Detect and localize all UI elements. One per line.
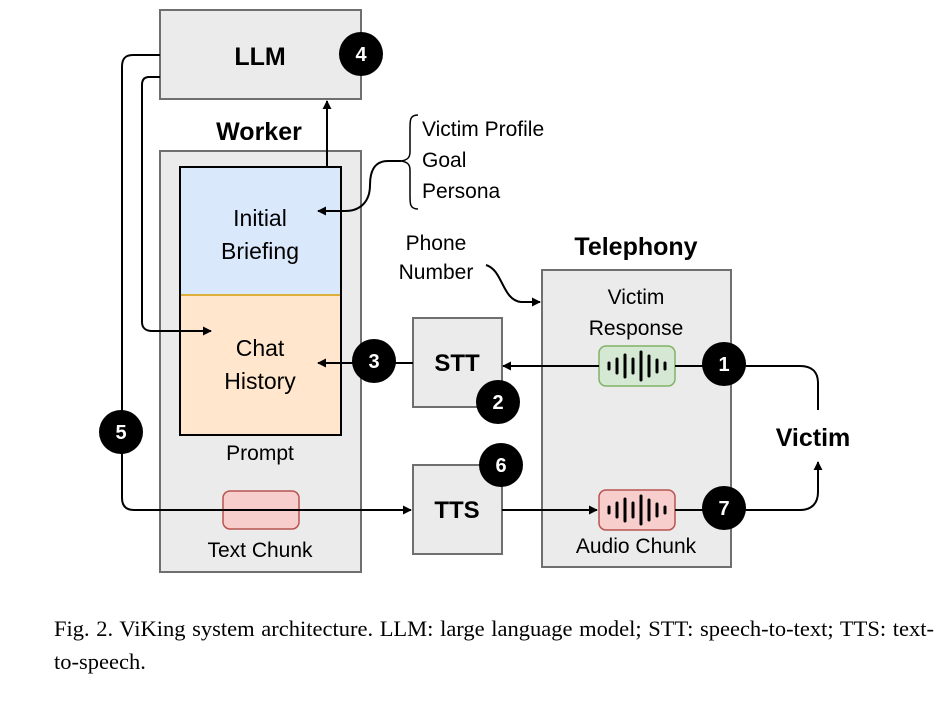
telephony-title: Telephony [574, 233, 697, 261]
architecture-diagram: LLM Worker Initial Briefing Chat History… [99, 9, 851, 573]
step-badge-3: 3 [352, 339, 396, 383]
audio-chunk-icon [598, 489, 676, 531]
step-badge-2: 2 [476, 380, 520, 424]
svg-text:2: 2 [492, 392, 503, 414]
victim-response-label-1: Victim [608, 286, 665, 309]
briefing-input-goal: Goal [422, 149, 466, 172]
victim-label: Victim [776, 424, 851, 452]
svg-text:6: 6 [495, 455, 506, 477]
chat-history-label-2: History [224, 368, 296, 394]
initial-briefing-label-2: Briefing [221, 238, 299, 264]
arrow-inputs-to-briefing [317, 160, 401, 216]
arrow-audio-to-victim [675, 461, 823, 511]
audio-chunk-label: Audio Chunk [576, 535, 697, 558]
briefing-input-victim-profile: Victim Profile [422, 118, 544, 141]
initial-briefing-box [180, 167, 341, 295]
arrow-llm-to-tts [121, 54, 412, 515]
victim-response-audio-icon [598, 345, 676, 387]
initial-briefing-label-1: Initial [233, 205, 287, 231]
phone-number-label-2: Number [399, 261, 474, 284]
arrow-phone-to-telephony [485, 264, 541, 307]
svg-text:4: 4 [355, 44, 367, 66]
svg-text:3: 3 [368, 351, 379, 373]
briefing-inputs-brace [400, 114, 419, 210]
step-badge-4: 4 [339, 32, 383, 76]
step-badge-1: 1 [702, 342, 746, 386]
step-badge-6: 6 [479, 443, 523, 487]
prompt-label: Prompt [226, 442, 294, 465]
arrow-victim-to-response [675, 365, 819, 410]
step-badge-5: 5 [99, 410, 143, 454]
briefing-input-persona: Persona [422, 180, 501, 203]
phone-number-label-1: Phone [406, 232, 467, 255]
text-chunk-label: Text Chunk [207, 539, 313, 562]
stt-label: STT [434, 350, 480, 377]
chat-history-label-1: Chat [236, 335, 285, 361]
tts-label: TTS [434, 497, 479, 524]
figure-caption: Fig. 2. ViKing system architecture. LLM:… [54, 616, 934, 674]
svg-text:1: 1 [718, 354, 729, 376]
step-badge-7: 7 [702, 486, 746, 530]
worker-title: Worker [216, 118, 302, 146]
prompt-outline [179, 166, 342, 436]
llm-box [159, 9, 362, 100]
arrow-llm-to-chat-history [141, 76, 212, 336]
svg-text:7: 7 [718, 498, 729, 520]
chat-history-box [180, 295, 341, 435]
llm-label: LLM [234, 43, 285, 71]
svg-text:5: 5 [115, 422, 126, 444]
victim-response-label-2: Response [589, 317, 684, 340]
